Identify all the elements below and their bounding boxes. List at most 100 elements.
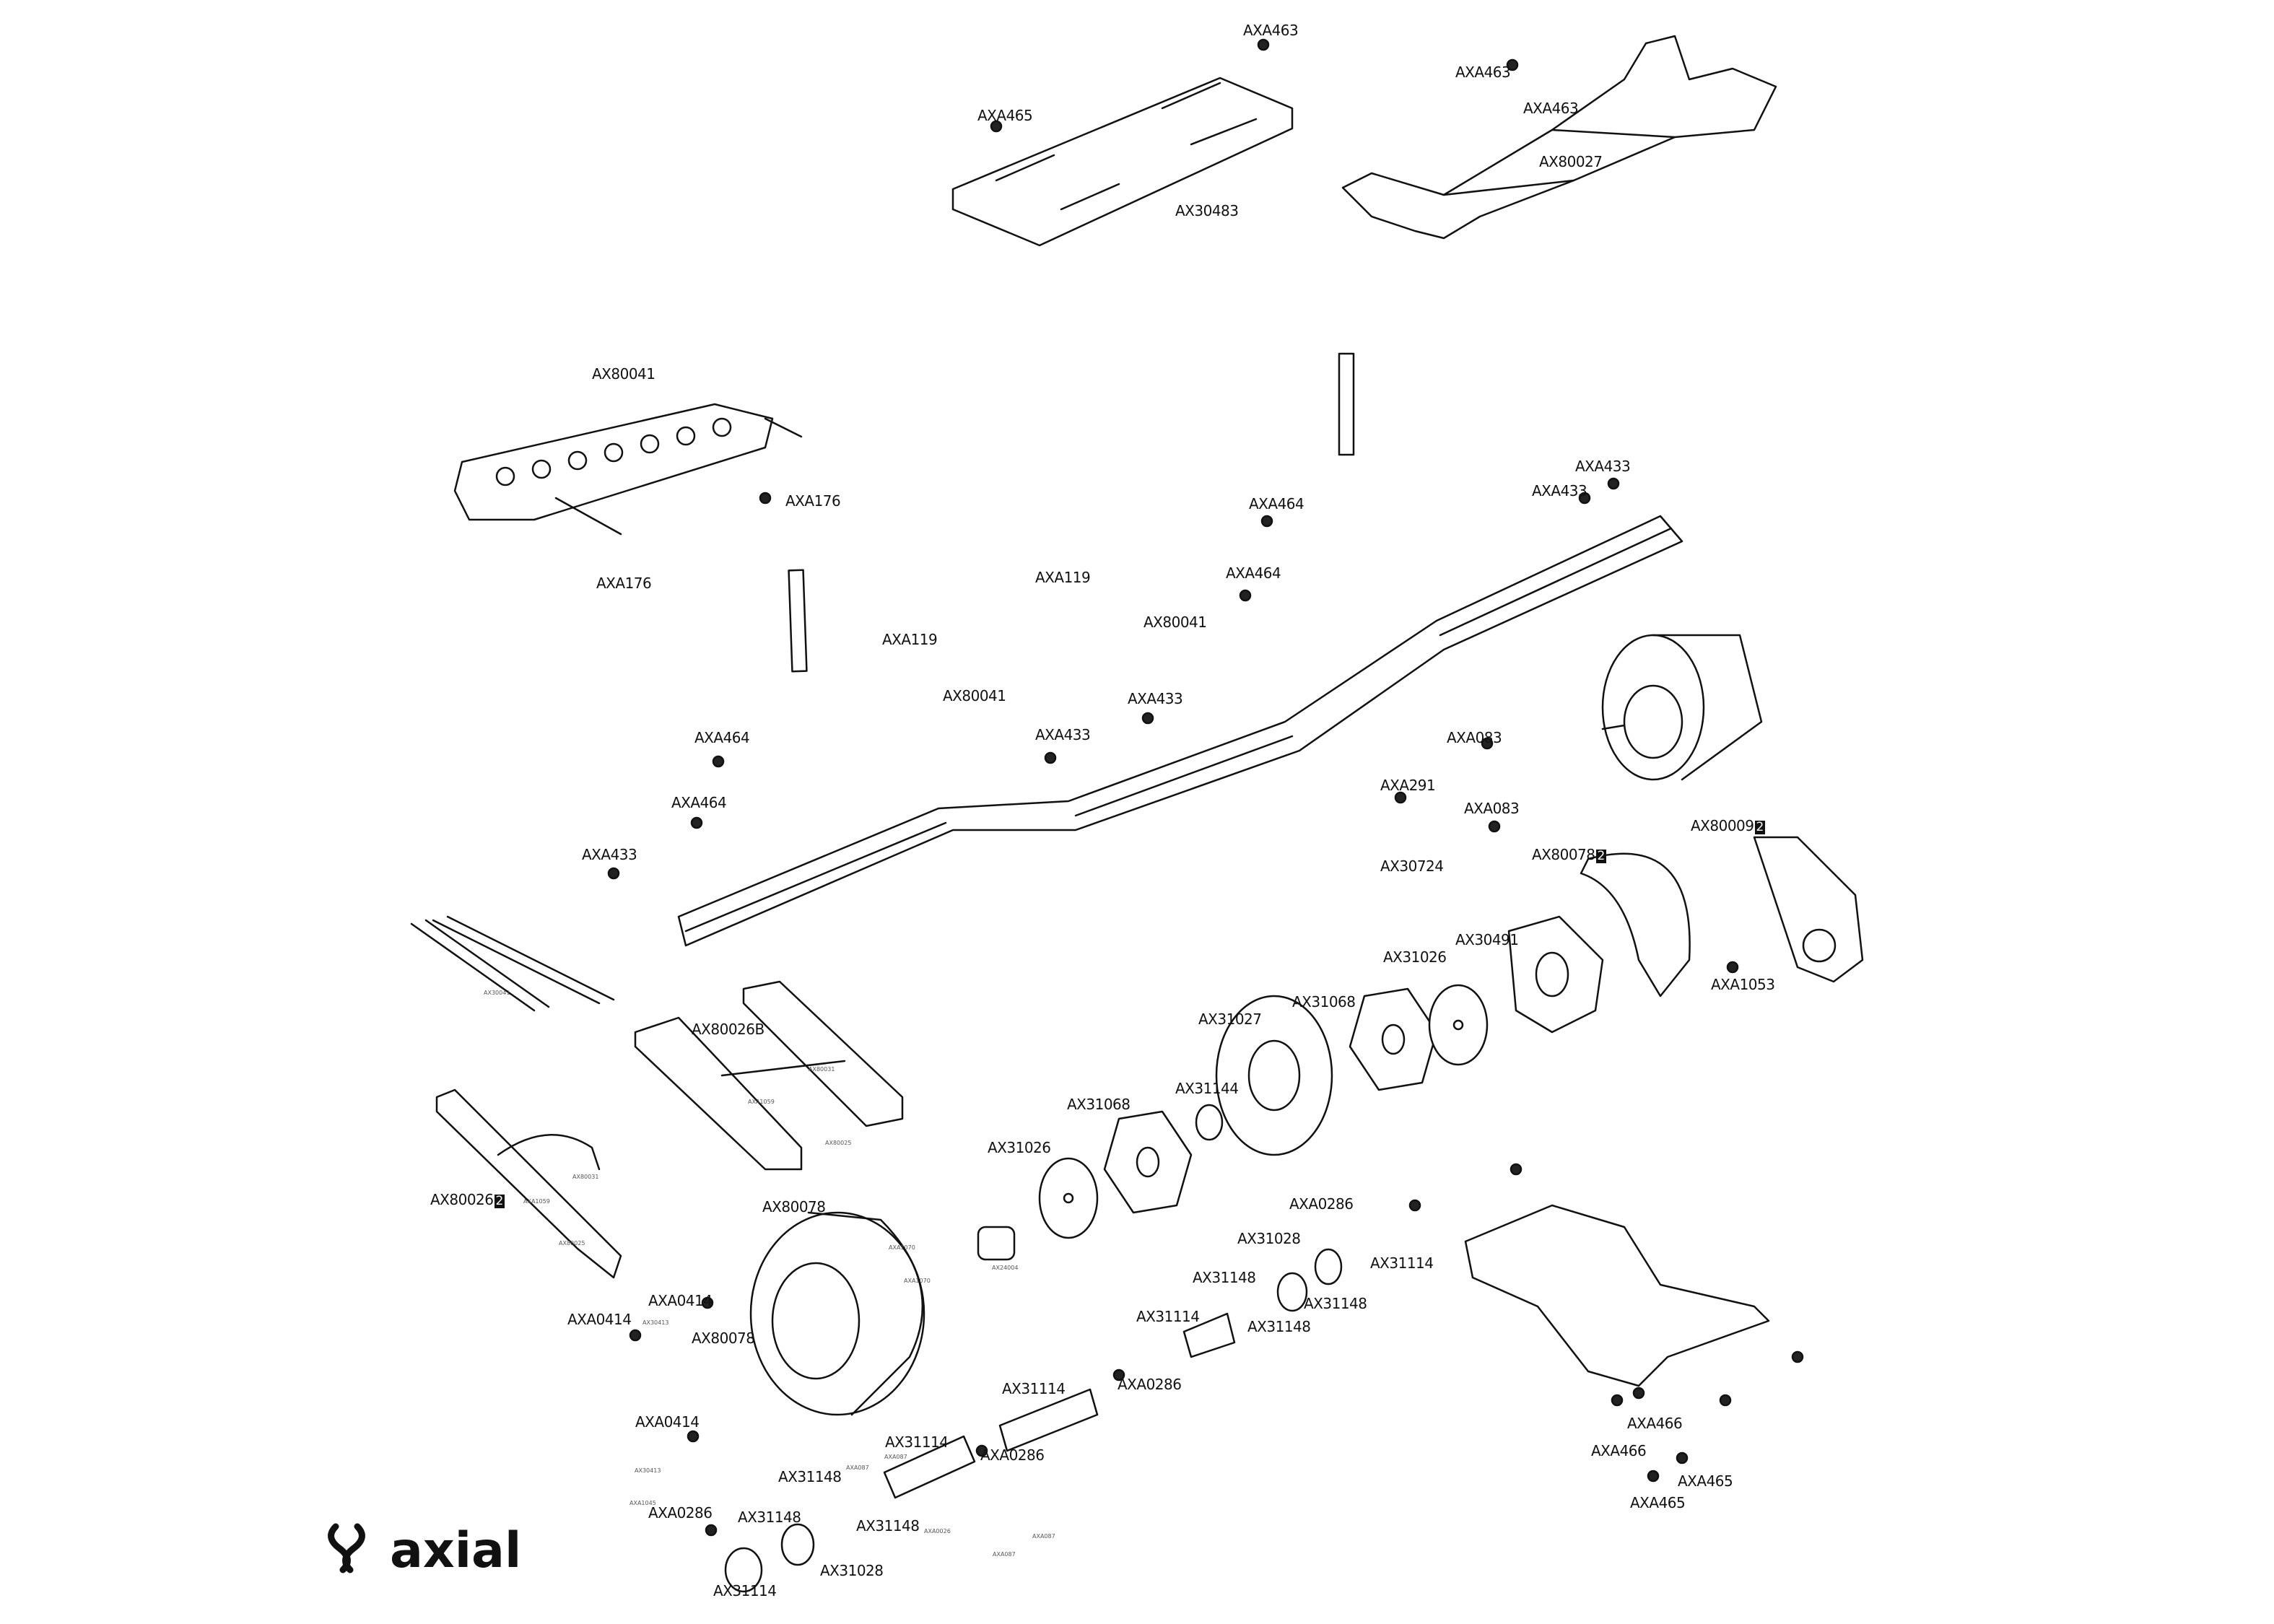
- bumper-part: [453, 403, 803, 536]
- spur-gear-part: [1215, 995, 1333, 1156]
- part-label: AX31114: [885, 1433, 949, 1451]
- part-label: AXA465: [977, 107, 1033, 124]
- reference-label: AXA1059: [748, 1099, 775, 1105]
- part-number: AXA465: [1630, 1494, 1686, 1511]
- part-label: AX31028: [820, 1562, 884, 1579]
- part-label: AXA291: [1380, 777, 1436, 794]
- part-label: AXA433: [1128, 690, 1183, 707]
- part-number: AXA433: [1532, 482, 1587, 499]
- part-number: AX30491: [1455, 931, 1519, 948]
- part-label: AX30491: [1455, 931, 1519, 948]
- part-number: AXA0414: [567, 1311, 632, 1328]
- reference-label: AX24004: [992, 1265, 1019, 1271]
- part-number: AXA119: [882, 631, 938, 648]
- part-number: AX31114: [1136, 1308, 1200, 1325]
- part-label: AXA119: [1035, 569, 1091, 586]
- part-number: AXA463: [1455, 64, 1511, 81]
- part-number: AX30724: [1380, 857, 1444, 875]
- reference-label: AXA1070: [889, 1244, 915, 1251]
- part-number: AXA463: [1523, 100, 1579, 117]
- part-label: AXA1053: [1711, 976, 1775, 993]
- part-label: AX31026: [988, 1139, 1051, 1156]
- part-label: AX31148: [1304, 1295, 1367, 1312]
- part-number: AXA176: [596, 575, 652, 592]
- part-label: AX31144: [1175, 1080, 1239, 1097]
- part-label: AXA463: [1243, 22, 1299, 39]
- part-label: AX80078: [692, 1330, 755, 1347]
- part-label: AXA0286: [980, 1446, 1045, 1464]
- reference-label: AX80031: [809, 1066, 835, 1073]
- part-number: AX31026: [1383, 948, 1447, 966]
- part-label: AX80027: [1539, 153, 1603, 170]
- part-number: AX80009: [1691, 817, 1754, 834]
- part-label: AX31027: [1198, 1010, 1262, 1028]
- reference-label: AX30413: [642, 1319, 669, 1326]
- part-label: AX30483: [1175, 202, 1239, 219]
- part-number: AX31026: [988, 1139, 1051, 1156]
- part-number: AXA0286: [648, 1504, 713, 1522]
- reference-label: AXA1045: [630, 1500, 656, 1506]
- part-number: AXA465: [977, 107, 1033, 124]
- transmission-case-part: [1753, 836, 1864, 983]
- part-label: AX31114: [1002, 1380, 1066, 1397]
- quantity-badge: 2: [1595, 849, 1606, 863]
- part-label: AXA433: [1575, 458, 1631, 475]
- part-number: AX80026B: [692, 1021, 764, 1038]
- part-label: AXA464: [1249, 495, 1304, 512]
- transmission-skid-part: [1464, 1204, 1770, 1387]
- part-label: AX80041: [592, 365, 655, 383]
- spring-part: [977, 1226, 1016, 1261]
- part-label: AX80041: [943, 687, 1006, 704]
- part-number: AX80041: [592, 365, 655, 383]
- roll-cage-part: [1341, 35, 1777, 240]
- part-number: AX31144: [1175, 1080, 1239, 1097]
- reference-label: AXA1070: [904, 1278, 931, 1284]
- part-label: AXA433: [1035, 726, 1091, 743]
- part-number: AX31148: [856, 1517, 920, 1534]
- part-number: AX80078: [762, 1198, 826, 1215]
- part-number: AXA465: [1678, 1472, 1733, 1490]
- part-label: AX80026B: [692, 1021, 764, 1038]
- part-label: AXA433: [582, 846, 637, 863]
- part-number: AXA119: [1035, 569, 1091, 586]
- part-label: AX31114: [713, 1582, 777, 1599]
- part-label: AX31068: [1292, 993, 1356, 1010]
- reference-label: AX80025: [825, 1140, 852, 1146]
- part-number: AXA464: [1226, 564, 1281, 582]
- part-number: AX80026: [430, 1191, 494, 1208]
- part-number: AXA083: [1447, 729, 1502, 746]
- part-label: AXA465: [1630, 1494, 1686, 1511]
- reference-label: AX30413: [635, 1467, 661, 1474]
- part-number: AX31148: [1304, 1295, 1367, 1312]
- part-number: AXA0286: [980, 1446, 1045, 1464]
- part-number: AX31068: [1067, 1096, 1131, 1113]
- part-label: AXA0414: [635, 1413, 700, 1431]
- logo-wordmark: axial: [390, 1522, 521, 1577]
- part-label: AX31148: [1247, 1318, 1311, 1335]
- part-number: AXA0414: [635, 1413, 700, 1431]
- reference-label: AXA087: [846, 1464, 869, 1471]
- part-number: AX31027: [1198, 1010, 1262, 1028]
- part-number: AX31148: [1193, 1269, 1256, 1286]
- part-number: AX80078: [692, 1330, 755, 1347]
- logo-mark-icon: [328, 1523, 365, 1573]
- reference-label: AX80025: [559, 1240, 585, 1247]
- frame-rail-part: [677, 515, 1683, 947]
- part-number: AXA433: [1575, 458, 1631, 475]
- gear-cover-part: [1580, 852, 1691, 997]
- part-number: AX31114: [713, 1582, 777, 1599]
- part-label: AXA465: [1678, 1472, 1733, 1490]
- part-label: AX31114: [1370, 1254, 1434, 1272]
- part-number: AX80041: [1143, 614, 1207, 631]
- part-label: AX30724: [1380, 857, 1444, 875]
- part-label: AXA433: [1532, 482, 1587, 499]
- driveshaft-parts: [724, 1248, 1343, 1593]
- part-label: AXA464: [671, 794, 727, 811]
- part-label: AXA0286: [1118, 1376, 1182, 1393]
- part-label: AXA464: [1226, 564, 1281, 582]
- part-number: AXA0286: [1118, 1376, 1182, 1393]
- part-number: AXA463: [1243, 22, 1299, 39]
- part-number: AXA0414: [648, 1292, 713, 1309]
